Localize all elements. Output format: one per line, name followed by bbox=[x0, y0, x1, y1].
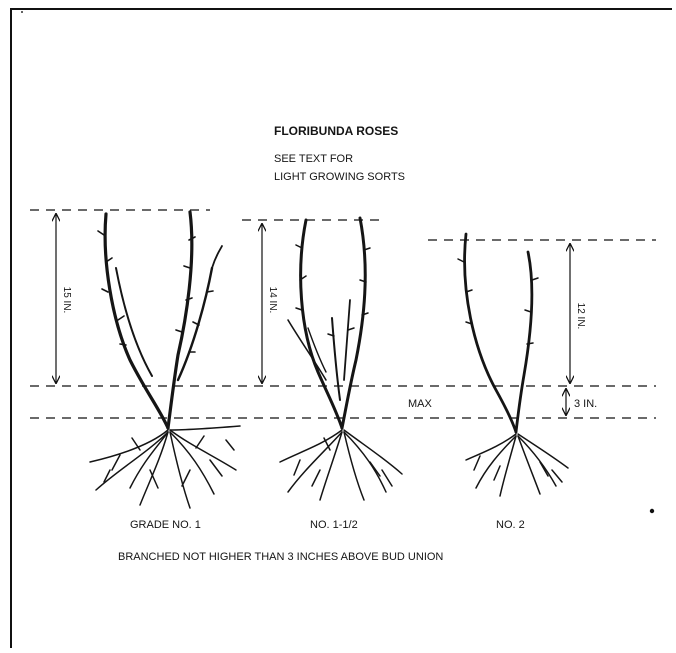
speck bbox=[21, 11, 23, 13]
note-line-2: LIGHT GROWING SORTS bbox=[274, 171, 405, 183]
rose-grade2-illustration bbox=[458, 234, 568, 496]
branch-zone-label: 3 IN. bbox=[574, 398, 597, 410]
height-label-grade112: 14 IN. bbox=[267, 287, 278, 314]
note-line-1: SEE TEXT FOR bbox=[274, 153, 353, 165]
height-label-grade2: 12 IN. bbox=[575, 303, 586, 330]
diagram-title: FLORIBUNDA ROSES bbox=[274, 124, 398, 138]
speck bbox=[650, 509, 654, 513]
height-label-grade1: 15 IN. bbox=[61, 287, 72, 314]
label-grade1: GRADE NO. 1 bbox=[130, 519, 201, 531]
label-grade2: NO. 2 bbox=[496, 519, 525, 531]
label-grade112: NO. 1-1/2 bbox=[310, 519, 358, 531]
rose-grade112-illustration bbox=[280, 218, 402, 500]
max-label: MAX bbox=[408, 398, 433, 410]
bottom-caption: BRANCHED NOT HIGHER THAN 3 INCHES ABOVE … bbox=[118, 551, 443, 563]
rose-grade1-illustration bbox=[90, 212, 240, 508]
